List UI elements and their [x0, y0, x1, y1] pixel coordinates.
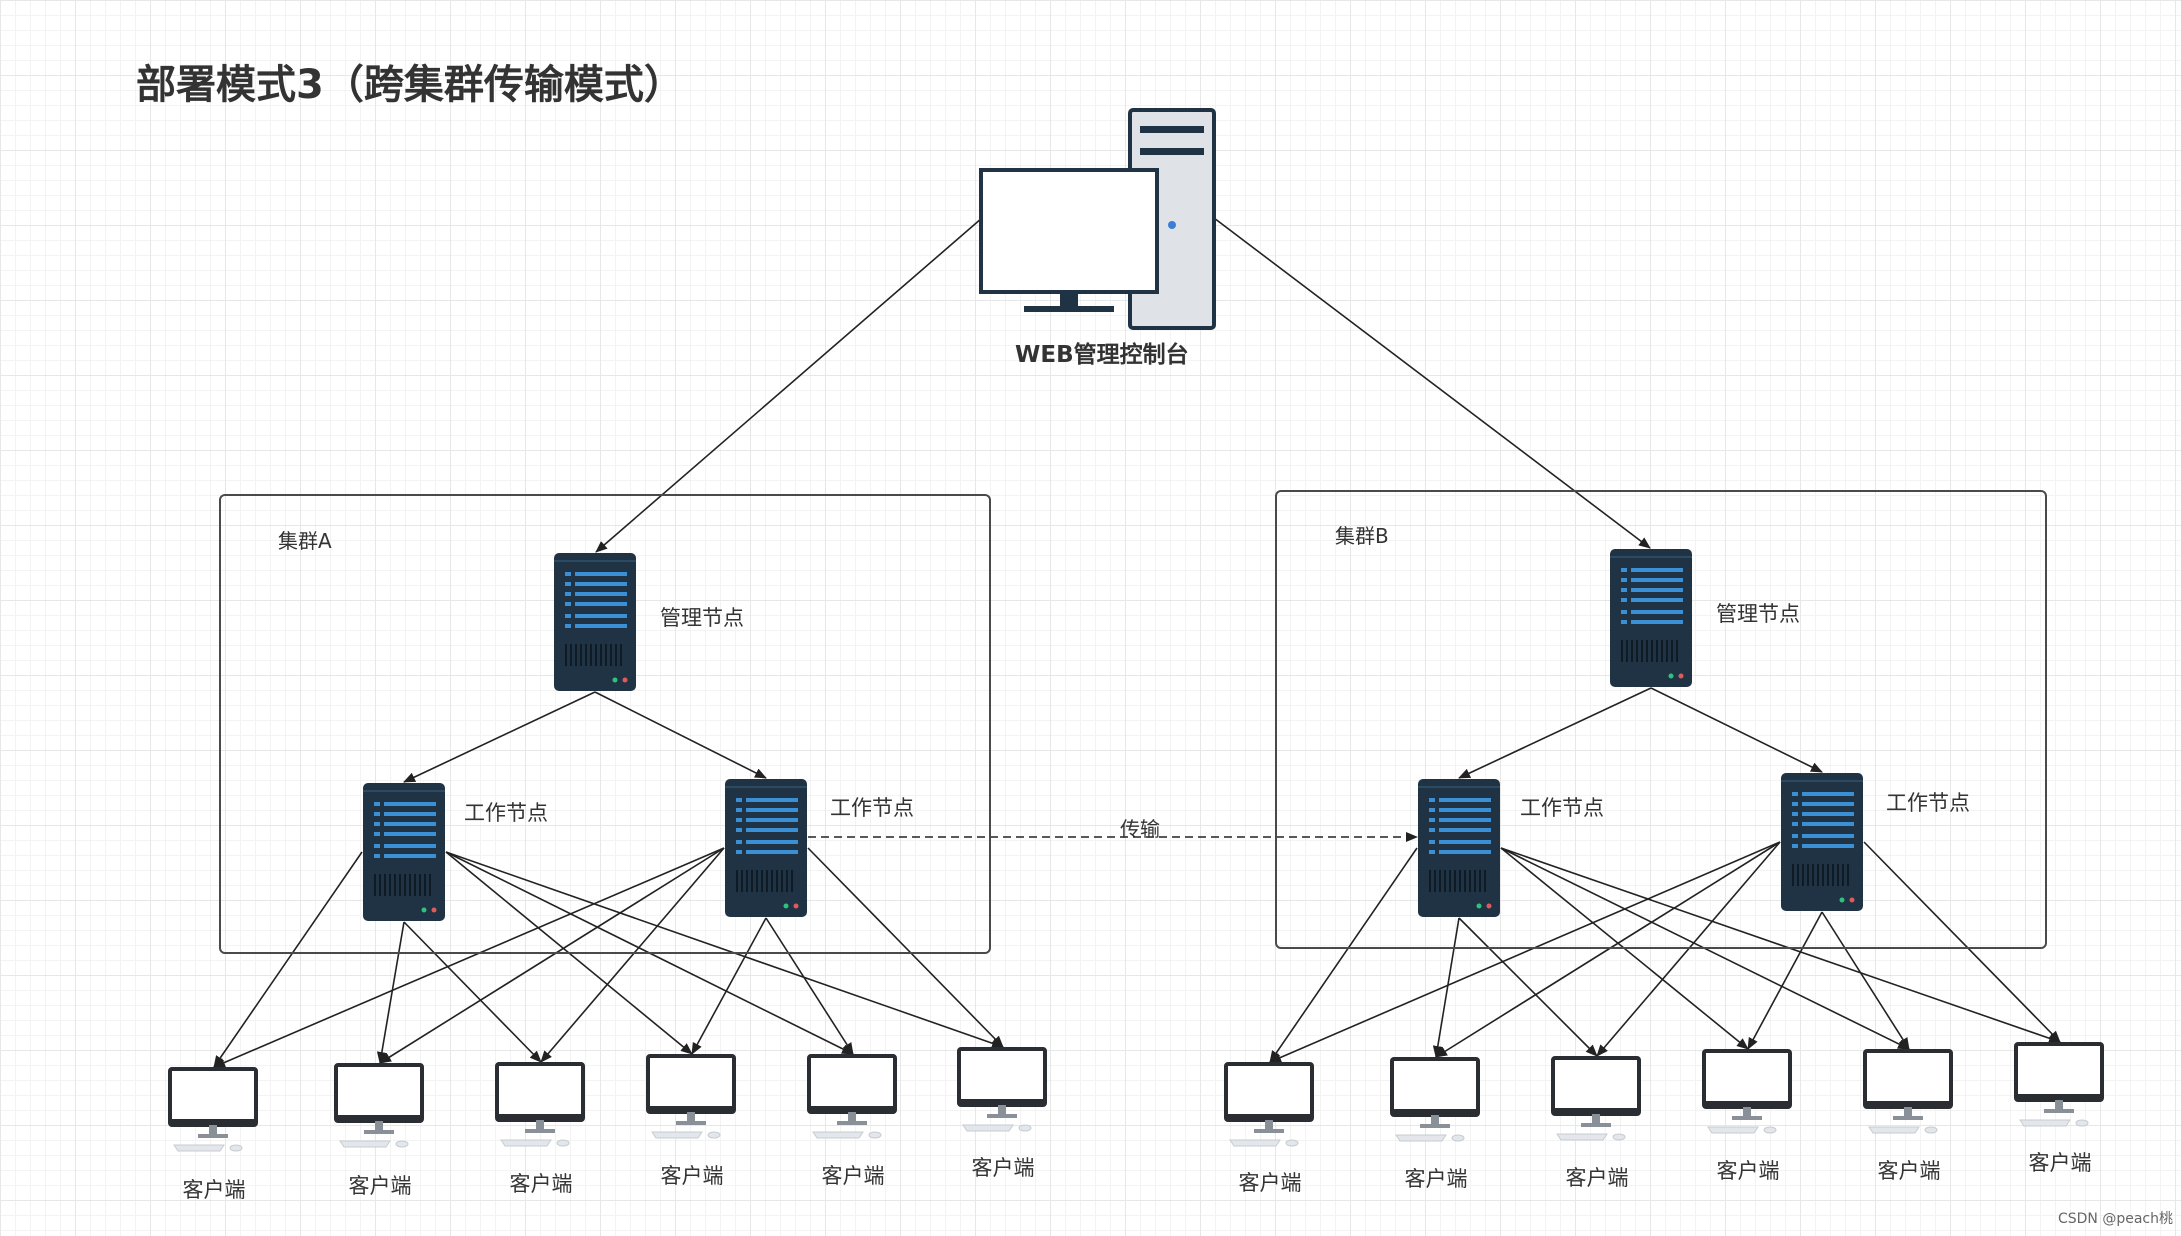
cluster-a-boundary — [219, 494, 991, 954]
cluster-b-boundary — [1275, 490, 2047, 949]
client-label: 客户端 — [1716, 1159, 1780, 1183]
cluster-a-worker-1-label: 工作节点 — [464, 801, 548, 825]
monitor-icon — [807, 1054, 897, 1139]
transfer-label: 传输 — [1120, 817, 1160, 841]
client-label: 客户端 — [971, 1156, 1035, 1180]
connection-arrow — [691, 917, 767, 1055]
web-console-label: WEB管理控制台 — [1015, 342, 1189, 368]
server-icon — [1610, 549, 1692, 687]
connection-arrow — [1596, 841, 1781, 1057]
connection-arrow — [1213, 217, 1651, 549]
monitor-icon — [1551, 1056, 1641, 1141]
monitor-icon — [2014, 1042, 2104, 1127]
connection-arrow — [403, 691, 596, 783]
client-label: 客户端 — [348, 1174, 412, 1198]
monitor-icon — [1224, 1062, 1314, 1147]
watermark: CSDN @peach桃 — [2057, 1211, 2173, 1227]
desktop-computer-icon — [979, 108, 1216, 330]
monitor-icon — [334, 1063, 424, 1148]
monitor-icon — [495, 1062, 585, 1147]
page-title: 部署模式3（跨集群传输模式） — [136, 62, 684, 108]
server-icon — [1418, 779, 1500, 917]
cluster-b-label: 集群B — [1335, 524, 1389, 548]
server-icon — [1781, 773, 1863, 911]
client-label: 客户端 — [1238, 1171, 1302, 1195]
connection-arrow — [1432, 917, 1460, 1058]
client-label: 客户端 — [182, 1178, 246, 1202]
connection-arrow — [1458, 917, 1598, 1057]
client-label: 客户端 — [509, 1172, 573, 1196]
connection-arrow — [445, 851, 1004, 1049]
connection-arrow — [213, 847, 725, 1068]
cluster-a-label: 集群A — [278, 529, 332, 553]
connection-arrow — [765, 917, 854, 1055]
monitor-icon — [646, 1054, 736, 1139]
server-icon — [554, 553, 636, 691]
cluster-b-worker-2-label: 工作节点 — [1886, 791, 1970, 815]
cluster-b-manager-label: 管理节点 — [1716, 602, 1800, 626]
monitor-icon — [957, 1047, 1047, 1132]
connection-arrow — [540, 847, 725, 1063]
server-icon — [725, 779, 807, 917]
client-label: 客户端 — [1404, 1167, 1468, 1191]
connection-arrow — [379, 847, 725, 1064]
client-label: 客户端 — [2028, 1151, 2092, 1175]
monitor-icon — [1863, 1049, 1953, 1134]
client-label: 客户端 — [821, 1164, 885, 1188]
connection-arrow — [213, 851, 363, 1068]
server-icon — [363, 783, 445, 921]
connection-arrow — [807, 847, 1004, 1048]
connection-arrow — [595, 217, 983, 553]
connection-arrow — [1269, 841, 1781, 1063]
connection-arrow — [1650, 687, 1823, 773]
monitor-icon — [1390, 1057, 1480, 1142]
connection-arrow — [376, 921, 405, 1064]
monitor-icon — [168, 1067, 258, 1152]
connection-arrow — [403, 921, 542, 1063]
client-label: 客户端 — [660, 1164, 724, 1188]
connection-arrow — [594, 691, 767, 779]
connection-arrow — [1458, 687, 1652, 779]
client-label: 客户端 — [1877, 1159, 1941, 1183]
connection-arrow — [1821, 911, 1910, 1050]
monitor-icon — [1702, 1049, 1792, 1134]
client-label: 客户端 — [1565, 1166, 1629, 1190]
connection-arrow — [1435, 841, 1781, 1058]
connection-arrow — [1747, 911, 1823, 1050]
connection-arrow — [1863, 841, 2061, 1043]
connection-arrow — [1269, 847, 1418, 1063]
cluster-a-manager-label: 管理节点 — [660, 606, 744, 630]
connection-arrow — [1500, 847, 2061, 1044]
cluster-a-worker-2-label: 工作节点 — [830, 796, 914, 820]
cluster-b-worker-1-label: 工作节点 — [1520, 796, 1604, 820]
